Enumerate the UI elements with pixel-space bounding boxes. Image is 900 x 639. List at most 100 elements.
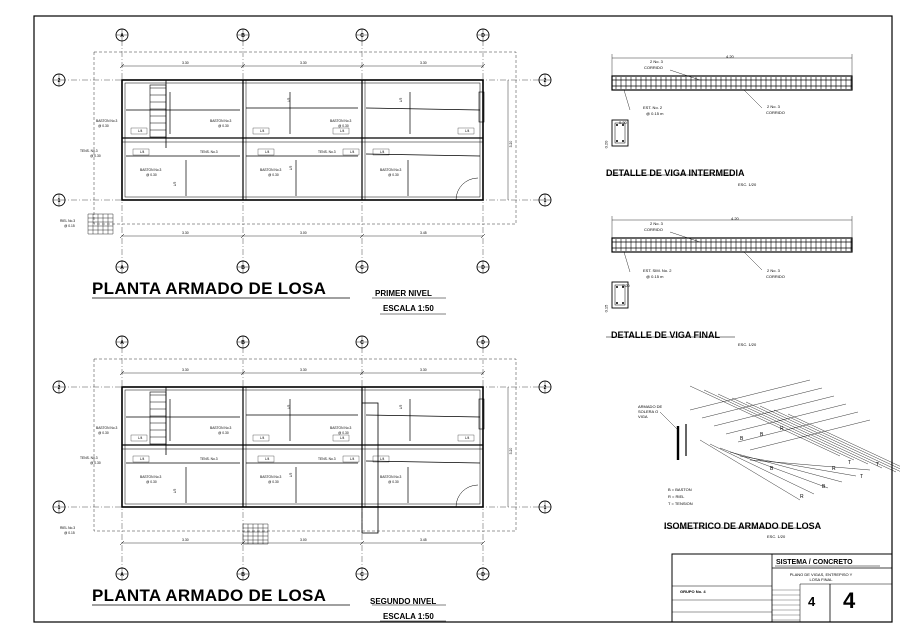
- plan-annotation: @ 0.30: [218, 431, 229, 435]
- detail-intermedia-scale: ESC. 1/20: [738, 182, 757, 187]
- plan-annotation: @ 0.30: [146, 480, 157, 484]
- plan-level-1: PRIMER NIVEL: [375, 289, 432, 298]
- grid-bubble-label: C: [360, 572, 364, 578]
- section-bar: [622, 140, 624, 142]
- iso-bent-bar: [699, 439, 801, 501]
- l4-label: L/4: [380, 150, 385, 154]
- leader: [743, 251, 763, 271]
- plan-annotation: @ 0.15: [64, 224, 75, 228]
- tb-group: GRUPO No. 4: [680, 589, 706, 594]
- intermedia-stirrups: EST. No. 2: [643, 105, 663, 110]
- plan-annotation: BASTON No.3: [330, 119, 352, 123]
- grid-bubble-C: C: [355, 335, 369, 349]
- dimension-label: 3.30: [182, 231, 189, 235]
- plan-scale-2: ESCALA 1:50: [383, 612, 434, 621]
- iso-callout-leader: [659, 411, 679, 431]
- plan-annotation: @ 0.30: [218, 124, 229, 128]
- plan-annotation: @ 0.30: [268, 173, 279, 177]
- l4-tag: [252, 434, 270, 442]
- rebar-line: [365, 107, 481, 111]
- final-stirrup-spacing: @ 0.15 m: [646, 274, 664, 279]
- section-box: [611, 281, 629, 309]
- l5-label: L/5: [289, 166, 293, 171]
- stair-box: [149, 391, 167, 445]
- plan-annotation: TENS. No.3: [80, 149, 98, 153]
- l5-label: L/5: [287, 405, 291, 410]
- iso-scale: ESC. 1/20: [767, 534, 786, 539]
- roof-outline: [93, 51, 517, 225]
- iso-bent-bar: [719, 447, 829, 489]
- dimension-label: 3.30: [182, 538, 189, 542]
- l4-tag: [332, 127, 350, 135]
- intermedia-length: 4.20: [726, 54, 734, 59]
- dimension-tick: [119, 63, 125, 69]
- grid-bubble-label: 2: [544, 78, 547, 84]
- grid-bubble-label: B: [241, 572, 245, 578]
- iso-cross-bar: [689, 379, 811, 411]
- grid-bubble-label: D: [481, 572, 485, 578]
- plan-annotation: @ 0.30: [90, 461, 101, 465]
- tb-content: PLANO DE VIGAS, ENTREPISO Y LOSA FINAL: [789, 572, 853, 582]
- leader: [743, 89, 763, 109]
- section-stirrup: [614, 284, 626, 306]
- intermedia-section-height: 0.20: [603, 140, 609, 149]
- grid-bubble-label: A: [120, 572, 124, 578]
- grid-bubble-label: C: [360, 265, 364, 271]
- intermedia-bottom-bars: 2 No. 3: [767, 104, 780, 109]
- grid-bubble-A-bottom: A: [115, 567, 129, 581]
- plan-annotation: BASTON No.3: [140, 168, 162, 172]
- dimension-tick: [240, 370, 246, 376]
- iso-bar-mark: B: [740, 436, 744, 442]
- l4-label: L/4: [380, 457, 385, 461]
- door-swing: [455, 177, 479, 201]
- final-bottom-bars: 2 No. 3: [767, 268, 780, 273]
- plan-annotation: @ 0.30: [338, 431, 349, 435]
- section-bar: [616, 302, 618, 304]
- l5-label: L/5: [399, 405, 403, 410]
- grid-bubble-2: 2: [52, 380, 66, 394]
- iso-bent-bar: [749, 459, 871, 471]
- plan-annotation: BASTON No.3: [380, 475, 402, 479]
- leader: [669, 231, 701, 243]
- plan-title-1: PLANTA ARMADO DE LOSA: [92, 279, 327, 298]
- iso-bar: [759, 405, 900, 472]
- plan-annotation: TENS. No.3: [80, 456, 98, 460]
- grid-bubble-1: 1: [52, 500, 66, 514]
- grid-bubble-B-bottom: B: [236, 567, 250, 581]
- grid-bubble-label: D: [481, 33, 485, 39]
- iso-cross-bar: [713, 395, 835, 427]
- dimension-label: 3.00: [300, 231, 307, 235]
- iso-title: ISOMETRICO DE ARMADO DE LOSA: [664, 521, 822, 531]
- iso-bar: [717, 393, 869, 465]
- grid-bubble-label: B: [241, 340, 245, 346]
- detail-final-title: DETALLE DE VIGA FINAL: [611, 330, 720, 340]
- grid-bubble-A-bottom: A: [115, 260, 129, 274]
- iso-legend-tension: T = TENSION: [668, 501, 693, 506]
- l4-tag: [132, 148, 150, 156]
- tb-sheet-small: 4: [808, 594, 816, 609]
- grid-bubble-C: C: [355, 28, 369, 42]
- dimension-label: 3.20: [509, 448, 513, 455]
- l5-label: L/5: [399, 98, 403, 103]
- dimension-tick: [480, 63, 486, 69]
- section-stirrup: [614, 122, 626, 144]
- grid-bubble-2-right: 2: [538, 380, 552, 394]
- l4-label: L/4: [138, 129, 143, 133]
- grid-bubble-D-bottom: D: [476, 260, 490, 274]
- plan-annotation: BASTON No.3: [210, 426, 232, 430]
- grid-bubble-C-bottom: C: [355, 567, 369, 581]
- intermedia-stirrup-spacing: @ 0.15 m: [646, 111, 664, 116]
- iso-bar-mark: R: [832, 466, 836, 472]
- l5-label: L/5: [173, 182, 177, 187]
- iso-cross-bar: [701, 387, 823, 419]
- section-bar: [622, 302, 624, 304]
- iso-bar: [731, 397, 883, 469]
- iso-bent-bar: [729, 451, 843, 483]
- dimension-tick: [480, 540, 486, 546]
- grid-bubble-label: 1: [544, 198, 547, 204]
- dimension-tick: [359, 370, 365, 376]
- l4-label: L/4: [140, 457, 145, 461]
- dimension-tick: [119, 233, 125, 239]
- l4-tag: [132, 455, 150, 463]
- leader: [669, 69, 701, 81]
